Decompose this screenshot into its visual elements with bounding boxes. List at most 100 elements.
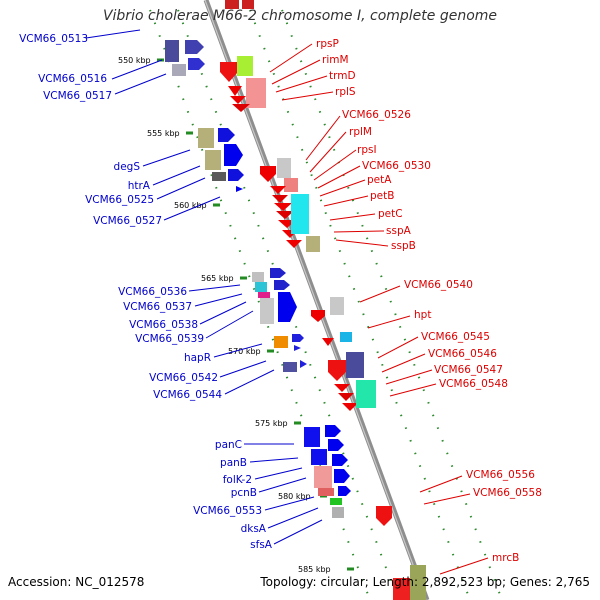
gene-box[interactable]: [291, 194, 309, 234]
gene-label[interactable]: rimM: [322, 54, 349, 66]
gene-label[interactable]: folK-2: [223, 474, 252, 486]
gene-box[interactable]: [304, 427, 320, 447]
gene-box[interactable]: [260, 298, 274, 324]
gene-label[interactable]: trmD: [329, 70, 356, 82]
gene-box[interactable]: [198, 128, 214, 148]
gene-label[interactable]: VCM66_0517: [43, 90, 112, 102]
gene-label[interactable]: petA: [367, 174, 392, 186]
gene-arrow[interactable]: [230, 96, 246, 104]
gene-label[interactable]: VCM66_0539: [135, 333, 204, 345]
gene-box[interactable]: [277, 158, 291, 178]
gene-label[interactable]: rplS: [335, 86, 356, 98]
gene-arrow[interactable]: [270, 186, 286, 194]
gene-arrow[interactable]: [274, 203, 292, 211]
gene-arrow[interactable]: [278, 292, 297, 322]
gene-label[interactable]: VCM66_0538: [129, 319, 198, 331]
gene-label[interactable]: VCM66_0526: [342, 109, 411, 121]
gene-arrow[interactable]: [342, 403, 358, 411]
gene-arrow[interactable]: [292, 334, 304, 342]
gene-label[interactable]: VCM66_0548: [439, 378, 508, 390]
gene-box[interactable]: [318, 488, 334, 496]
gene-box[interactable]: [205, 150, 221, 170]
gene-box[interactable]: [246, 78, 266, 108]
gene-arrow[interactable]: [328, 439, 344, 451]
gene-arrow[interactable]: [185, 40, 204, 54]
gene-arrow[interactable]: [224, 144, 243, 166]
gene-arrow[interactable]: [294, 345, 301, 351]
gene-arrow[interactable]: [236, 186, 243, 192]
gene-arrow[interactable]: [300, 360, 307, 368]
gene-label[interactable]: VCM66_0545: [421, 331, 490, 343]
gene-label[interactable]: sspA: [386, 225, 412, 237]
gene-label[interactable]: VCM66_0556: [466, 469, 535, 481]
gene-label[interactable]: VCM66_0542: [149, 372, 218, 384]
gene-box[interactable]: [306, 236, 320, 252]
gene-arrow[interactable]: [228, 169, 244, 181]
gene-arrow[interactable]: [276, 211, 294, 219]
gene-box[interactable]: [274, 336, 288, 348]
gene-label[interactable]: VCM66_0513: [19, 33, 88, 45]
gene-label[interactable]: VCM66_0525: [85, 194, 154, 206]
gene-arrow[interactable]: [220, 62, 238, 82]
gene-arrow[interactable]: [311, 310, 325, 322]
gene-label[interactable]: VCM66_0537: [123, 301, 192, 313]
gene-arrow[interactable]: [270, 268, 286, 278]
gene-label[interactable]: VCM66_0536: [118, 286, 187, 298]
gene-label[interactable]: VCM66_0516: [38, 73, 107, 85]
gene-label[interactable]: htrA: [128, 180, 151, 192]
gene-label[interactable]: VCM66_0530: [362, 160, 431, 172]
gene-label[interactable]: VCM66_0553: [193, 505, 262, 517]
gene-box[interactable]: [346, 352, 364, 378]
gene-box[interactable]: [311, 449, 327, 465]
gene-label[interactable]: petB: [370, 190, 394, 202]
gene-arrow[interactable]: [338, 486, 351, 496]
gene-box[interactable]: [393, 578, 411, 600]
gene-arrow[interactable]: [376, 506, 392, 526]
gene-arrow[interactable]: [232, 104, 250, 112]
gene-box[interactable]: [284, 178, 298, 192]
gene-arrow[interactable]: [338, 393, 354, 401]
gene-label[interactable]: hpt: [414, 309, 431, 321]
gene-label[interactable]: mrcB: [492, 552, 519, 564]
gene-box[interactable]: [242, 0, 254, 9]
gene-box[interactable]: [332, 507, 344, 518]
gene-label[interactable]: sfsA: [250, 539, 273, 551]
gene-arrow[interactable]: [274, 280, 290, 290]
gene-box[interactable]: [410, 565, 426, 600]
gene-box[interactable]: [340, 332, 352, 342]
gene-arrow[interactable]: [328, 360, 346, 381]
gene-label[interactable]: hapR: [184, 352, 211, 364]
gene-arrow[interactable]: [322, 338, 334, 346]
gene-box[interactable]: [314, 466, 332, 488]
gene-arrow[interactable]: [260, 166, 276, 182]
gene-arrow[interactable]: [286, 240, 302, 248]
gene-arrow[interactable]: [332, 454, 348, 466]
gene-box[interactable]: [356, 380, 376, 408]
gene-label[interactable]: VCM66_0547: [434, 364, 503, 376]
gene-label[interactable]: panC: [215, 439, 242, 451]
gene-label[interactable]: rpsP: [316, 38, 339, 50]
gene-label[interactable]: sspB: [391, 240, 416, 252]
gene-box[interactable]: [237, 56, 253, 76]
gene-label[interactable]: VCM66_0544: [153, 389, 222, 401]
gene-box[interactable]: [330, 498, 342, 505]
gene-label[interactable]: degS: [114, 161, 141, 173]
gene-box[interactable]: [252, 272, 264, 282]
gene-arrow[interactable]: [325, 425, 341, 437]
gene-box[interactable]: [172, 64, 186, 76]
gene-label[interactable]: petC: [378, 208, 403, 220]
gene-box[interactable]: [258, 292, 270, 298]
gene-arrow[interactable]: [334, 469, 350, 483]
gene-label[interactable]: VCM66_0540: [404, 279, 473, 291]
gene-arrow[interactable]: [218, 128, 235, 142]
gene-arrow[interactable]: [188, 58, 205, 70]
gene-label[interactable]: panB: [220, 457, 247, 469]
gene-arrow[interactable]: [334, 384, 350, 392]
gene-box[interactable]: [330, 297, 344, 315]
gene-label[interactable]: pcnB: [231, 487, 257, 499]
gene-arrow[interactable]: [228, 86, 242, 96]
gene-box[interactable]: [255, 282, 267, 292]
gene-label[interactable]: rpsI: [357, 144, 377, 156]
gene-label[interactable]: rplM: [349, 126, 372, 138]
gene-label[interactable]: VCM66_0527: [93, 215, 162, 227]
